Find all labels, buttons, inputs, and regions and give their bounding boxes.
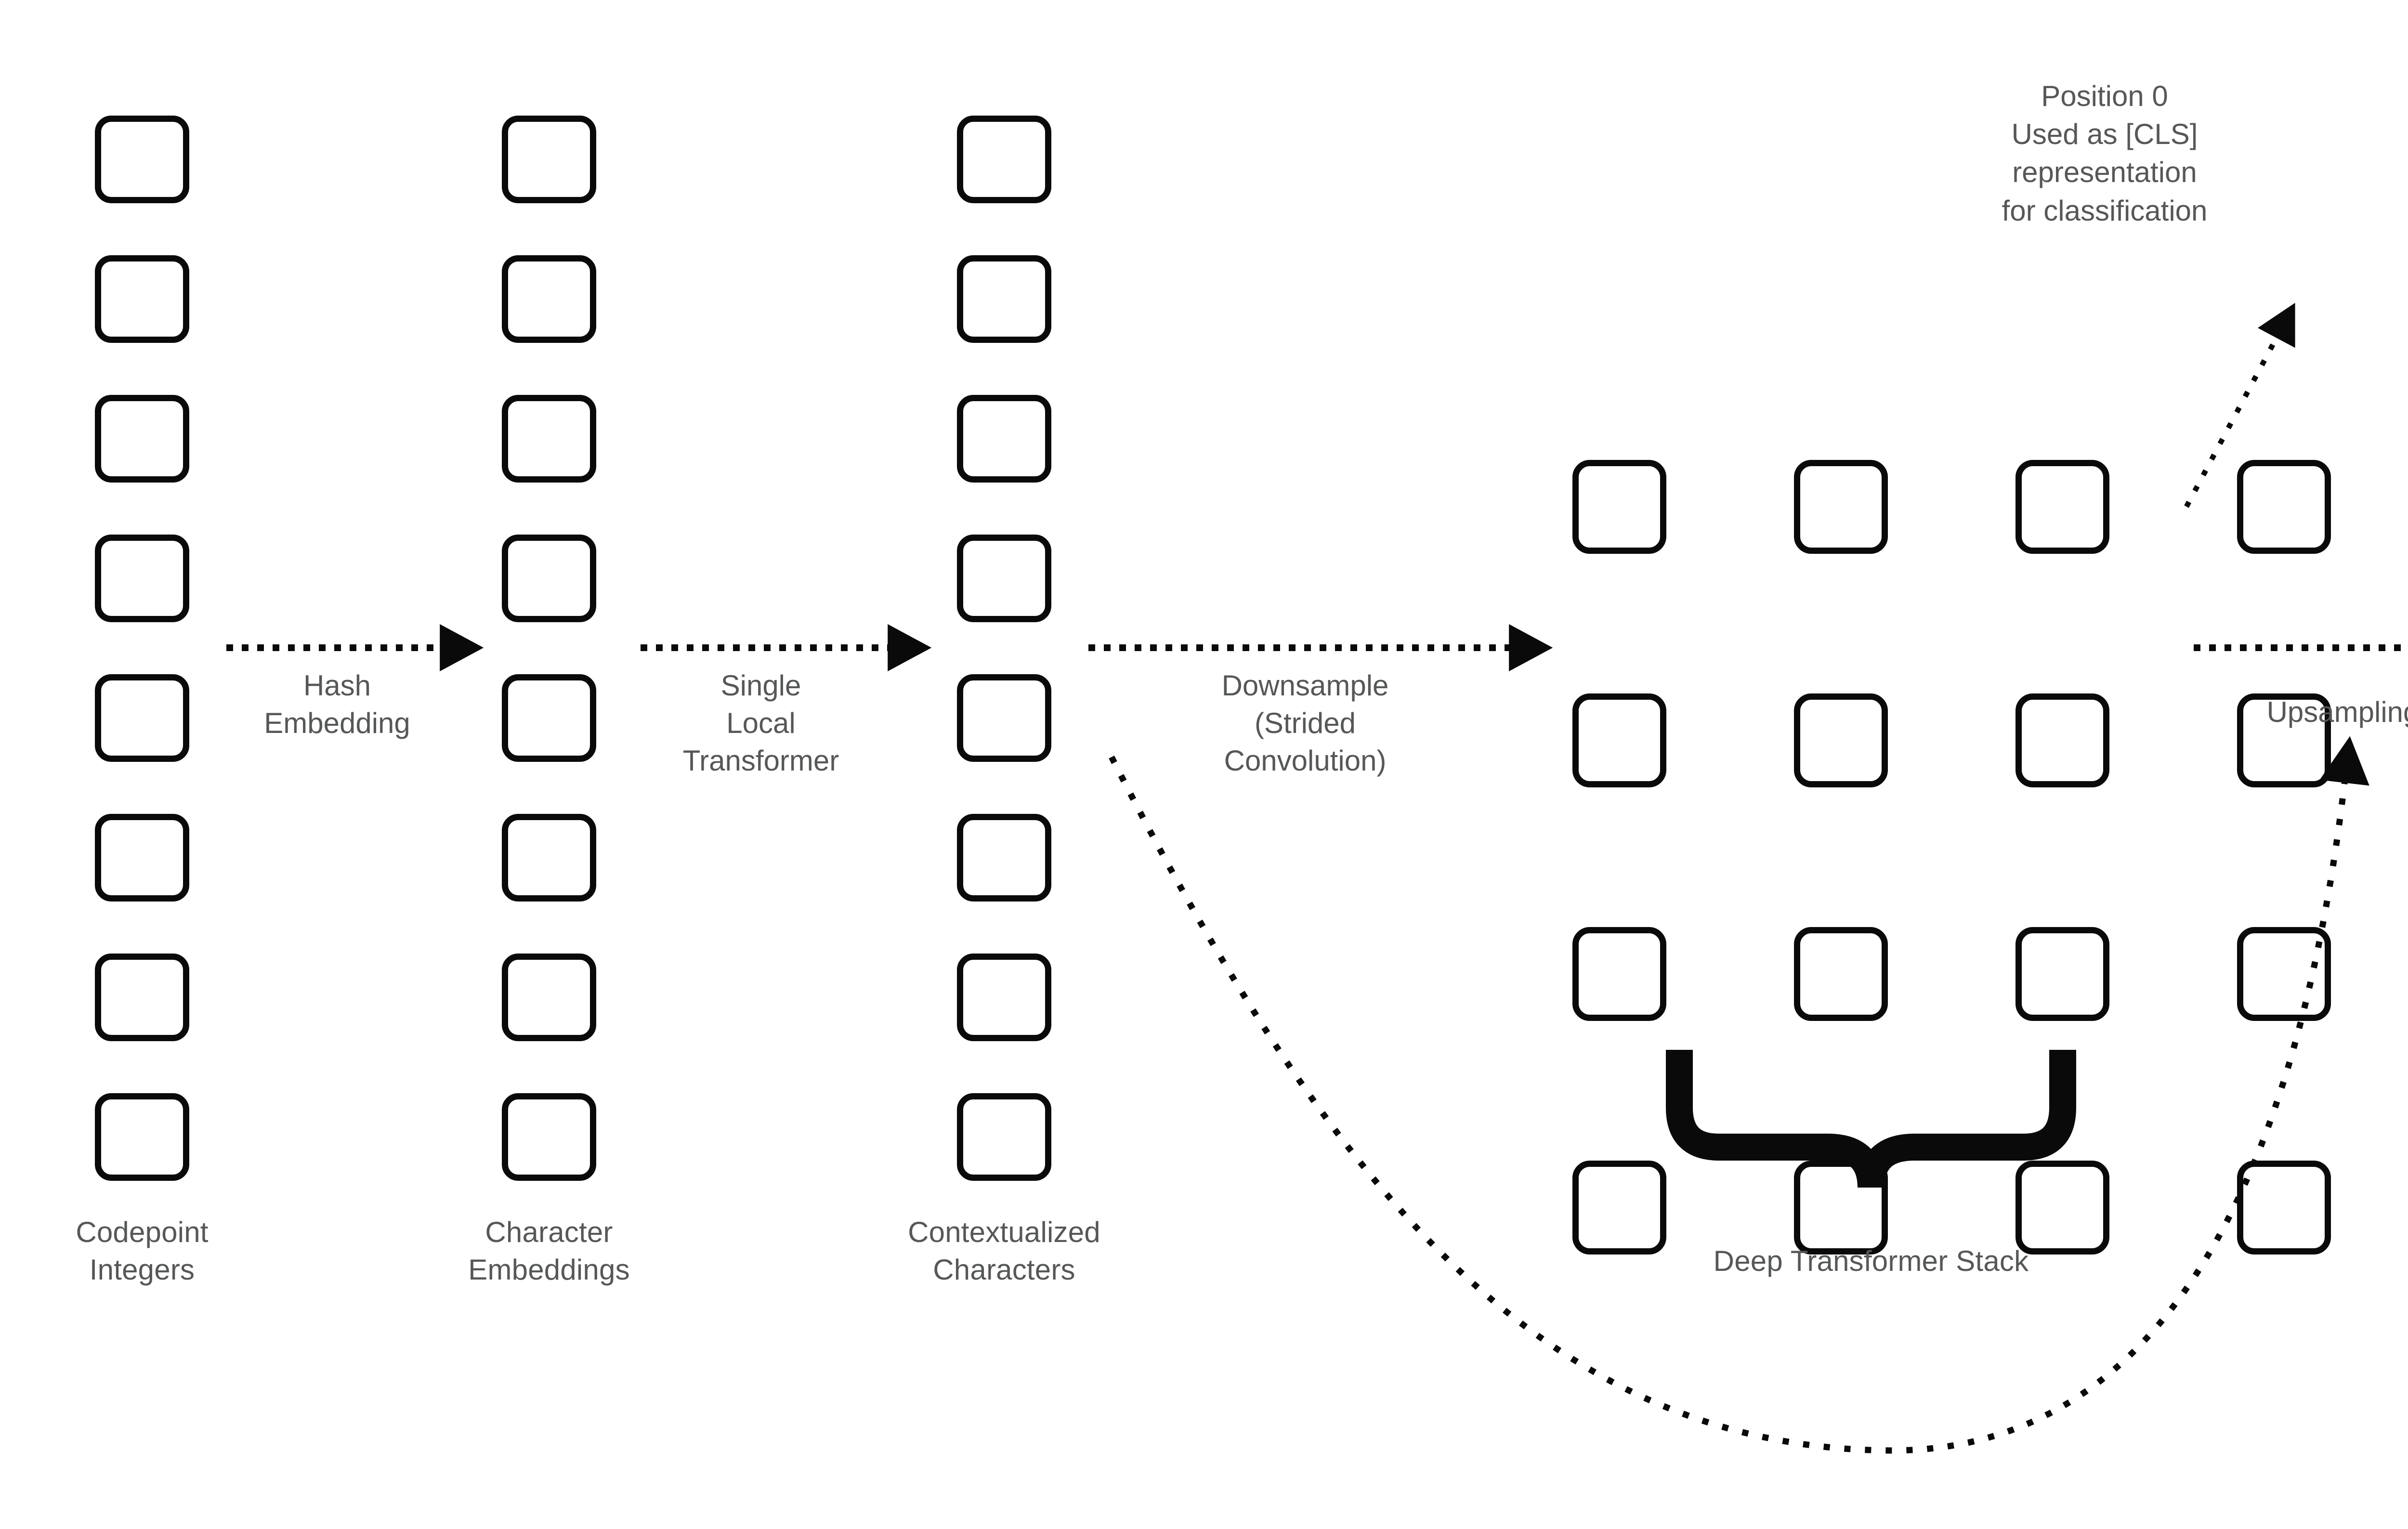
arrow-label-upsampling: Upsampling bbox=[2266, 696, 2408, 728]
cell-codepoint-integers-4 bbox=[95, 674, 189, 762]
grid-cell-r3-c3 bbox=[2237, 1161, 2331, 1255]
arrow-label-hash-embedding: Hash Embedding bbox=[264, 669, 410, 739]
label-contextualized-characters: Contextualized Characters bbox=[908, 1216, 1100, 1286]
cell-codepoint-integers-5 bbox=[95, 814, 189, 902]
cell-contextualized-characters-2 bbox=[957, 395, 1051, 483]
grid-cell-r0-c3 bbox=[2237, 460, 2331, 554]
cell-codepoint-integers-3 bbox=[95, 535, 189, 622]
grid-cell-r3-c0 bbox=[1572, 1161, 1666, 1255]
grid-cell-r1-c2 bbox=[2015, 693, 2109, 787]
cell-contextualized-characters-7 bbox=[957, 1093, 1051, 1181]
grid-cell-r1-c0 bbox=[1572, 693, 1666, 787]
cell-contextualized-characters-4 bbox=[957, 674, 1051, 762]
label-codepoint-integers: Codepoint Integers bbox=[76, 1216, 209, 1286]
cell-codepoint-integers-7 bbox=[95, 1093, 189, 1181]
grid-cell-r2-c0 bbox=[1572, 927, 1666, 1021]
cell-character-embeddings-1 bbox=[502, 255, 596, 343]
annotation-position-zero-cls: Position 0 Used as [CLS] representation … bbox=[2002, 80, 2208, 227]
grid-cell-r3-c2 bbox=[2015, 1161, 2109, 1255]
cell-character-embeddings-3 bbox=[502, 535, 596, 622]
cell-character-embeddings-0 bbox=[502, 116, 596, 203]
arrow-label-downsample-strided-convolution: Downsample (Strided Convolution) bbox=[1221, 669, 1389, 777]
cell-codepoint-integers-2 bbox=[95, 395, 189, 483]
grid-cell-r0-c2 bbox=[2015, 460, 2109, 554]
cell-contextualized-characters-5 bbox=[957, 814, 1051, 902]
cell-character-embeddings-6 bbox=[502, 954, 596, 1041]
label-deep-transformer-stack: Deep Transformer Stack bbox=[1713, 1245, 2029, 1277]
cell-character-embeddings-2 bbox=[502, 395, 596, 483]
residual-upsampling-arc bbox=[1109, 736, 2369, 1454]
arrow-label-single-local-transformer: Single Local Transformer bbox=[682, 669, 839, 777]
grid-cell-r1-c1 bbox=[1794, 693, 1888, 787]
cell-codepoint-integers-6 bbox=[95, 954, 189, 1041]
grid-cell-r2-c2 bbox=[2015, 927, 2109, 1021]
label-character-embeddings: Character Embeddings bbox=[468, 1216, 630, 1286]
grid-cell-r0-c1 bbox=[1794, 460, 1888, 554]
grid-cell-r2-c1 bbox=[1794, 927, 1888, 1021]
cell-character-embeddings-5 bbox=[502, 814, 596, 902]
cell-contextualized-characters-0 bbox=[957, 116, 1051, 203]
cell-codepoint-integers-0 bbox=[95, 116, 189, 203]
grid-cell-r2-c3 bbox=[2237, 927, 2331, 1021]
cell-character-embeddings-4 bbox=[502, 674, 596, 762]
cell-codepoint-integers-1 bbox=[95, 255, 189, 343]
grid-cell-r3-c1 bbox=[1794, 1161, 1888, 1255]
cell-contextualized-characters-1 bbox=[957, 255, 1051, 343]
grid-cell-r0-c0 bbox=[1572, 460, 1666, 554]
cell-character-embeddings-7 bbox=[502, 1093, 596, 1181]
cell-contextualized-characters-3 bbox=[957, 535, 1051, 622]
cell-contextualized-characters-6 bbox=[957, 954, 1051, 1041]
